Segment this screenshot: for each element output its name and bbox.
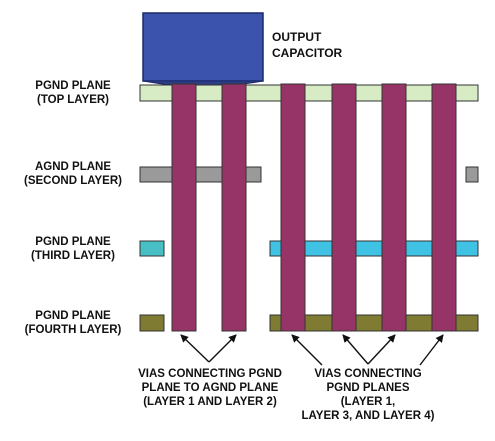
layer-label-second-line2: (SECOND LAYER): [24, 175, 122, 187]
layer-label-fourth-line2: (FOURTH LAYER): [24, 324, 122, 336]
pgnd-via-arrows: [291, 334, 444, 366]
pgnd-plane-fourth-layer: [269, 314, 479, 332]
arrow-to-via: [291, 334, 323, 366]
layer-label-second-line1: AGND PLANE: [34, 161, 112, 173]
layer-label-third: PGND PLANE (THIRD LAYER): [14, 235, 132, 263]
pgnd-plane-third-layer-left: [139, 240, 165, 257]
layer-label-top-line2: (TOP LAYER): [37, 94, 109, 106]
via-pgnd-planes: [280, 83, 306, 332]
pgnd-plane-fourth-layer-left: [139, 314, 165, 332]
pgnd-vias-callout-line2: PGND PLANES: [326, 382, 410, 394]
layer-label-top-line1: PGND PLANE: [35, 80, 111, 92]
layer-label-fourth-line1: PGND PLANE: [35, 310, 111, 322]
agnd-plane-second-layer-right-stub: [465, 166, 479, 183]
arrow-to-via: [419, 334, 444, 366]
pgnd-plane-third-layer: [269, 240, 479, 257]
via-pgnd-to-agnd: [171, 83, 197, 332]
layer-label-top: PGND PLANE (TOP LAYER): [14, 79, 132, 107]
layer-label-fourth: PGND PLANE (FOURTH LAYER): [14, 309, 132, 337]
via-pgnd-planes: [431, 83, 457, 332]
layer-label-third-line2: (THIRD LAYER): [31, 250, 115, 262]
output-capacitor: [142, 12, 264, 82]
capacitor-label-line1: OUTPUT: [272, 30, 322, 44]
pgnd-vias-callout-line1: VIAS CONNECTING: [314, 368, 422, 380]
via-pgnd-planes: [331, 83, 357, 332]
via-pgnd-to-agnd: [221, 83, 247, 332]
arrow-to-via: [367, 334, 396, 365]
arrow-to-via: [180, 334, 210, 363]
agnd-vias-callout-line1: VIAS CONNECTING PGND: [138, 368, 282, 380]
capacitor-label-line2: CAPACITOR: [272, 46, 343, 60]
pgnd-vias-callout: VIAS CONNECTING PGND PLANES (LAYER 1, LA…: [286, 367, 450, 423]
arrow-to-via: [208, 334, 237, 363]
pgnd-vias-callout-line3: (LAYER 1,: [340, 396, 396, 408]
agnd-vias-callout-line2: PLANE TO AGND PLANE: [141, 382, 279, 394]
layer-label-second: AGND PLANE (SECOND LAYER): [14, 160, 132, 188]
agnd-vias-callout: VIAS CONNECTING PGND PLANE TO AGND PLANE…: [118, 367, 302, 409]
output-capacitor-label: OUTPUT CAPACITOR: [272, 29, 342, 61]
pgnd-vias-callout-line4: LAYER 3, AND LAYER 4): [301, 410, 435, 422]
via-pgnd-planes: [381, 83, 407, 332]
arrow-to-via: [342, 334, 369, 365]
layer-label-third-line1: PGND PLANE: [35, 236, 111, 248]
agnd-vias-callout-line3: (LAYER 1 AND LAYER 2): [143, 396, 277, 408]
agnd-via-arrows: [180, 334, 237, 363]
